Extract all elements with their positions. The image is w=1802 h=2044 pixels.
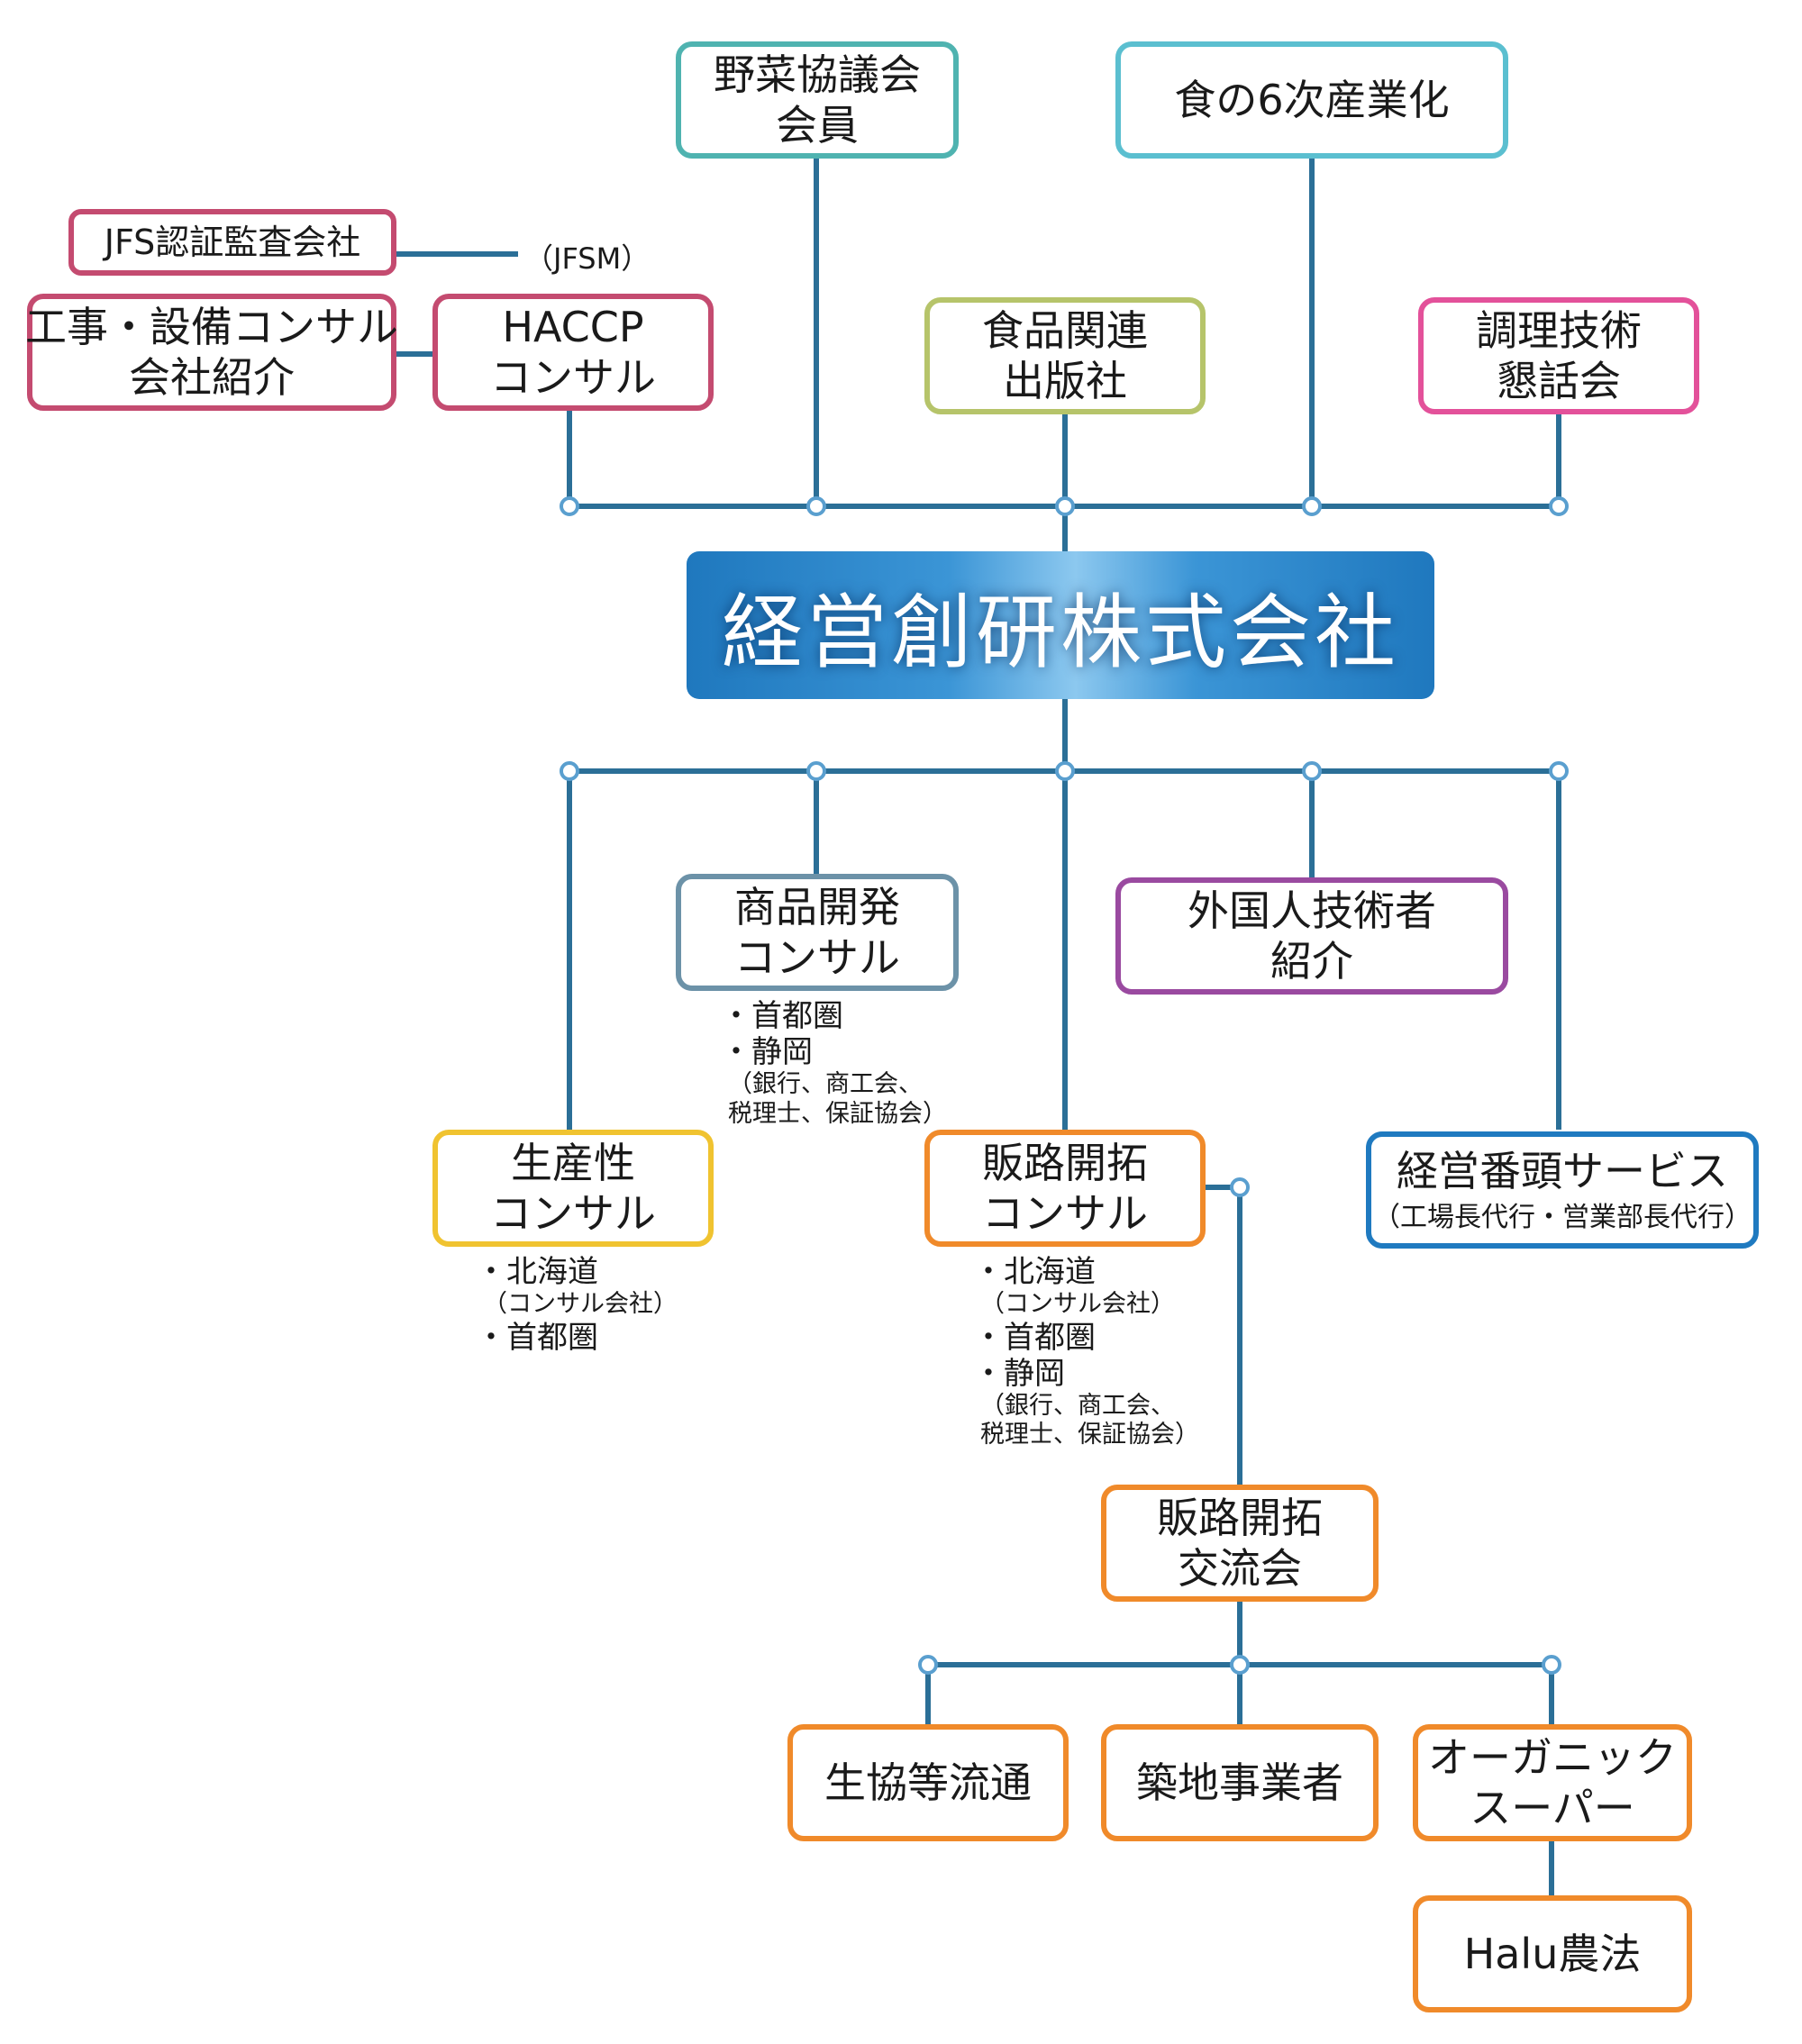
- haccp-label-2: コンサル: [490, 353, 656, 402]
- organic-label-1: オーガニック: [1428, 1732, 1677, 1782]
- shouhin-notes: ・首都圏 ・静岡 （銀行、商工会、 税理士、保証協会）: [721, 998, 947, 1129]
- jfs-label: JFS認証監査会社: [104, 222, 361, 262]
- kouryu-label-1: 販路開拓: [1157, 1493, 1323, 1542]
- hanro-label-1: 販路開拓: [982, 1138, 1148, 1187]
- seisan-label-2: コンサル: [490, 1189, 656, 1238]
- jfs-box: JFS認証監査会社: [68, 209, 396, 276]
- hanro-note-1: ・北海道: [973, 1254, 1096, 1290]
- node-dot: [1302, 761, 1322, 781]
- tsukiji-box: 築地事業者: [1101, 1724, 1379, 1841]
- keiei-label: 経営番頭サービス: [1397, 1146, 1728, 1195]
- center-company-label: 経営創研株式会社: [722, 586, 1399, 680]
- seikyou-box: 生協等流通: [787, 1724, 1069, 1841]
- shouhin-note-4: 税理士、保証協会）: [728, 1099, 947, 1128]
- hanro-note-2: （コンサル会社）: [980, 1290, 1175, 1319]
- yasai-label-2: 会員: [776, 101, 859, 150]
- center-company-box: 経営創研株式会社: [687, 551, 1434, 699]
- shuppan-box: 食品関連 出版社: [924, 297, 1206, 414]
- hanro-note-3: ・首都圏: [973, 1319, 1096, 1356]
- seisan-box: 生産性 コンサル: [432, 1130, 714, 1247]
- shouhin-box: 商品開発 コンサル: [676, 874, 959, 991]
- node-dot: [1549, 761, 1569, 781]
- tsukiji-label: 築地事業者: [1136, 1758, 1343, 1807]
- node-dot: [1055, 761, 1075, 781]
- hanro-box: 販路開拓 コンサル: [924, 1130, 1206, 1247]
- shouhin-note-2: ・静岡: [721, 1034, 813, 1071]
- seisan-note-1: ・北海道: [476, 1254, 598, 1290]
- node-dot: [1542, 1655, 1561, 1675]
- shouhin-label-2: コンサル: [734, 933, 900, 982]
- node-dot: [1055, 496, 1075, 516]
- yasai-label-1: 野菜協議会: [714, 50, 921, 99]
- hanro-label-2: コンサル: [982, 1189, 1148, 1238]
- kouji-box: 工事・設備コンサル 会社紹介: [25, 294, 398, 411]
- kouryu-label-2: 交流会: [1178, 1544, 1302, 1593]
- gaikoku-box: 外国人技術者 紹介: [1115, 877, 1508, 995]
- halu-label: Halu農法: [1463, 1929, 1642, 1978]
- seisan-label-1: 生産性: [511, 1138, 635, 1187]
- node-dot: [1302, 496, 1322, 516]
- jfsm-label: （JFSM）: [524, 241, 651, 276]
- hanro-note-4: ・静岡: [973, 1355, 1065, 1392]
- kouji-label-1: 工事・設備コンサル: [25, 302, 398, 351]
- node-dot: [1230, 1177, 1250, 1197]
- keiei-box: 経営番頭サービス （工場長代行・営業部長代行）: [1366, 1131, 1759, 1249]
- seisan-notes: ・北海道 （コンサル会社） ・首都圏: [476, 1254, 678, 1356]
- haccp-label-1: HACCP: [502, 302, 644, 351]
- kouji-label-2: 会社紹介: [129, 353, 295, 402]
- shoku6-label: 食の6次産業化: [1174, 75, 1450, 124]
- yasai-box: 野菜協議会 会員: [676, 41, 959, 159]
- haccp-box: HACCP コンサル: [432, 294, 714, 411]
- organic-label-2: スーパー: [1470, 1784, 1635, 1832]
- chouri-label-1: 調理技術: [1476, 305, 1642, 355]
- kouryu-box: 販路開拓 交流会: [1101, 1485, 1379, 1602]
- node-dot: [806, 496, 826, 516]
- halu-box: Halu農法: [1413, 1895, 1692, 2012]
- node-dot: [918, 1655, 938, 1675]
- shouhin-label-1: 商品開発: [734, 882, 900, 931]
- gaikoku-label-1: 外国人技術者: [1188, 886, 1436, 935]
- keiei-sub-label: （工場長代行・営業部長代行）: [1373, 1201, 1752, 1233]
- hanro-note-5: （銀行、商工会、: [980, 1391, 1175, 1420]
- shuppan-label-2: 出版社: [1003, 357, 1127, 405]
- shuppan-label-1: 食品関連: [982, 305, 1148, 355]
- chouri-label-2: 懇話会: [1497, 357, 1621, 405]
- chouri-box: 調理技術 懇話会: [1418, 297, 1699, 414]
- organic-box: オーガニック スーパー: [1413, 1724, 1692, 1841]
- shouhin-note-1: ・首都圏: [721, 998, 843, 1034]
- gaikoku-label-2: 紹介: [1270, 937, 1353, 986]
- node-dot: [806, 761, 826, 781]
- hanro-notes: ・北海道 （コンサル会社） ・首都圏 ・静岡 （銀行、商工会、 税理士、保証協会…: [973, 1254, 1199, 1450]
- shouhin-note-3: （銀行、商工会、: [728, 1070, 923, 1099]
- node-dot: [560, 761, 579, 781]
- shoku6-box: 食の6次産業化: [1115, 41, 1508, 159]
- seikyou-label: 生協等流通: [824, 1758, 1032, 1807]
- node-dot: [1230, 1655, 1250, 1675]
- seisan-note-3: ・首都圏: [476, 1319, 598, 1356]
- node-dot: [560, 496, 579, 516]
- seisan-note-2: （コンサル会社）: [483, 1290, 678, 1319]
- hanro-note-6: 税理士、保証協会）: [980, 1421, 1199, 1449]
- node-dot: [1549, 496, 1569, 516]
